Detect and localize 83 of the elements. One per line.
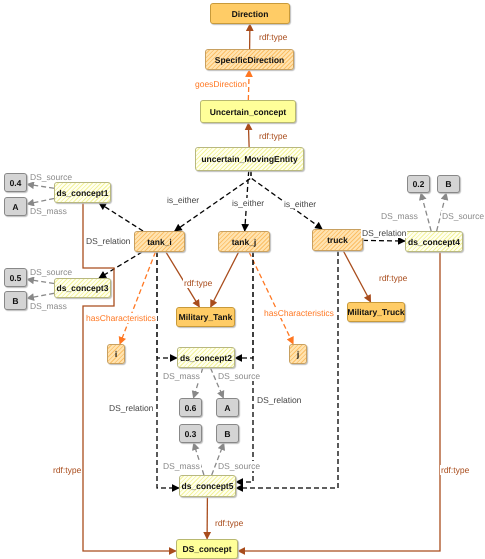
class-box: tank_i: [134, 231, 185, 252]
arrow: [342, 250, 372, 303]
edge-label: is_either: [231, 198, 266, 208]
class-box: SpecificDirection: [205, 49, 294, 70]
class-box: 0.5: [4, 268, 27, 287]
edge-label: DS_relation: [361, 228, 408, 238]
class-box: i: [107, 344, 125, 364]
class-box: 0.6: [179, 398, 202, 417]
arrow: [244, 122, 252, 148]
edge-label: rdf:type: [258, 131, 288, 141]
class-box: 0.3: [179, 424, 202, 443]
arrow: [248, 252, 294, 345]
edge-label: DS_relation: [85, 236, 132, 246]
class-box: B: [437, 175, 460, 193]
class-box: truck: [312, 229, 363, 251]
edge-label: DS_source: [441, 211, 485, 221]
arrow: [26, 181, 54, 190]
edge-label: DS_mass: [162, 461, 201, 471]
edge-label: goesDirection: [194, 79, 248, 89]
arrow: [362, 237, 406, 245]
edge-label: DS_relation: [256, 395, 302, 405]
edge-label: DS_mass: [162, 371, 201, 381]
arrow: [436, 192, 448, 232]
class-box: 0.2: [407, 175, 430, 193]
class-box: A: [4, 197, 27, 216]
class-box: ds_concept2: [177, 347, 235, 368]
arrow: [235, 252, 254, 486]
arrow: [165, 252, 200, 308]
class-box: A: [216, 398, 239, 417]
edge-label: DS_source: [29, 172, 74, 182]
edge-label: hasCharacteristics: [263, 308, 335, 318]
arrow: [82, 203, 177, 555]
class-box: Uncertain_concept: [200, 100, 296, 123]
edge-label: DS_source: [217, 461, 262, 471]
class-box: Military_Truck: [347, 302, 405, 322]
edge-label: rdf:type: [214, 518, 244, 528]
edge-label: DS_source: [217, 371, 262, 381]
arrow: [210, 252, 240, 308]
edge-label: is_either: [166, 195, 200, 205]
class-box: 0.4: [4, 173, 27, 192]
arrow: [235, 251, 339, 492]
class-box: B: [216, 424, 239, 443]
arrow: [26, 198, 54, 206]
edge-label: rdf:type: [378, 273, 408, 283]
edge-label: rdf:type: [52, 465, 82, 475]
class-box: ds_concept1: [54, 182, 111, 203]
arrow: [98, 202, 144, 232]
class-box: ds_concept4: [405, 231, 463, 252]
arrow: [237, 252, 441, 555]
edge-label: hasCharacteristics: [85, 313, 157, 323]
edge-label: rdf:type: [183, 278, 214, 288]
class-box: Military_Tank: [176, 307, 235, 327]
arrow: [26, 292, 54, 301]
arrow: [156, 252, 180, 492]
edge-label: rdf:type: [258, 32, 288, 42]
arrow: [192, 368, 204, 399]
class-box: j: [289, 344, 307, 364]
edge-label: DS_mass: [29, 301, 68, 311]
arrow: [98, 251, 142, 279]
edge-label: DS_mass: [380, 211, 419, 221]
edge-label: rdf:type: [440, 465, 470, 475]
arrow: [118, 252, 156, 345]
class-box: B: [4, 291, 27, 310]
arrow: [241, 170, 250, 232]
edge-label: DS_mass: [29, 206, 68, 216]
arrow: [203, 497, 212, 540]
arrow: [211, 442, 226, 476]
class-box: uncertain_MovingEntity: [195, 147, 304, 171]
class-box: ds_concept3: [54, 278, 111, 298]
class-box: ds_concept5: [179, 475, 236, 497]
edge-label: is_either: [283, 199, 318, 209]
arrow: [246, 23, 254, 49]
class-box: tank_j: [218, 231, 270, 252]
arrow: [250, 171, 323, 230]
arrow: [419, 192, 432, 232]
edge-label: DS_source: [29, 267, 74, 277]
arrow: [192, 442, 205, 476]
class-box: DS_concept: [176, 539, 238, 559]
arrow: [26, 276, 54, 284]
arrow: [210, 368, 224, 399]
edge-label: DS_relation: [108, 403, 154, 413]
class-box: Direction: [210, 3, 290, 24]
arrow: [245, 69, 253, 100]
